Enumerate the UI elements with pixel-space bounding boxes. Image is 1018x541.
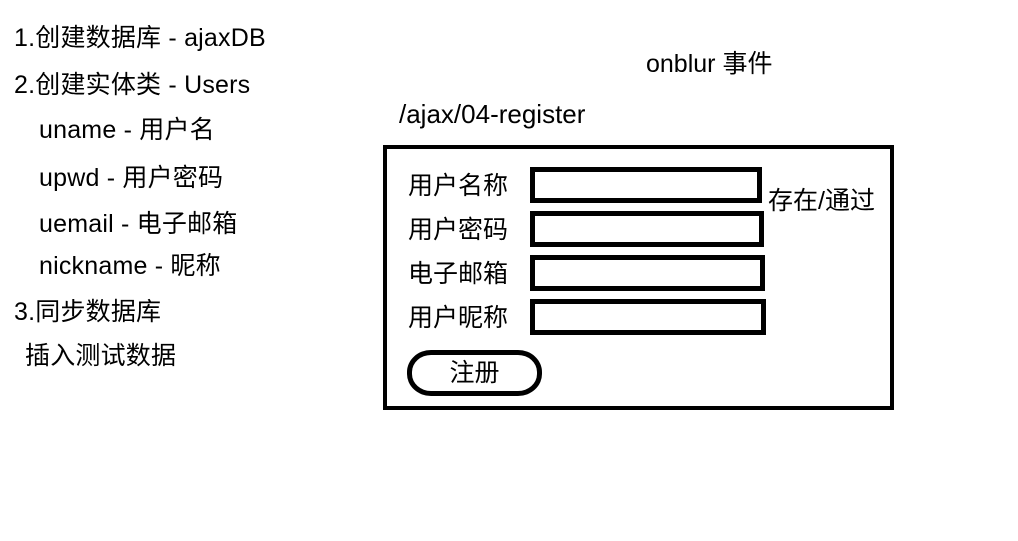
form-row: 用户名称 存在/通过 xyxy=(387,165,890,214)
event-title: onblur 事件 xyxy=(646,50,773,78)
note-line: 插入测试数据 xyxy=(25,342,177,370)
note-line: upwd - 用户密码 xyxy=(39,164,224,192)
note-line: nickname - 昵称 xyxy=(39,252,221,280)
email-label: 电子邮箱 xyxy=(408,260,509,288)
nickname-label: 用户昵称 xyxy=(408,304,509,332)
form-row: 电子邮箱 xyxy=(387,253,890,297)
validation-note: 存在/通过 xyxy=(768,187,875,215)
note-line: 3.同步数据库 xyxy=(14,298,162,326)
form-row: 用户昵称 xyxy=(387,297,890,341)
password-input[interactable] xyxy=(530,211,764,247)
register-submit-button[interactable]: 注册 xyxy=(407,350,542,396)
email-input[interactable] xyxy=(530,255,765,291)
form-row: 用户密码 xyxy=(387,209,890,253)
note-line: uname - 用户名 xyxy=(39,116,215,144)
register-form-box: 用户名称 存在/通过 用户密码 电子邮箱 用户昵称 注册 xyxy=(383,145,894,410)
username-input[interactable] xyxy=(530,167,762,203)
note-line: 1.创建数据库 - ajaxDB xyxy=(14,24,266,52)
note-line: 2.创建实体类 - Users xyxy=(14,71,251,99)
username-label: 用户名称 xyxy=(408,172,509,200)
nickname-input[interactable] xyxy=(530,299,766,335)
notes-panel: 1.创建数据库 - ajaxDB 2.创建实体类 - Users uname -… xyxy=(0,0,370,400)
route-path-label: /ajax/04-register xyxy=(399,99,586,129)
password-label: 用户密码 xyxy=(408,216,509,244)
note-line: uemail - 电子邮箱 xyxy=(39,210,238,238)
